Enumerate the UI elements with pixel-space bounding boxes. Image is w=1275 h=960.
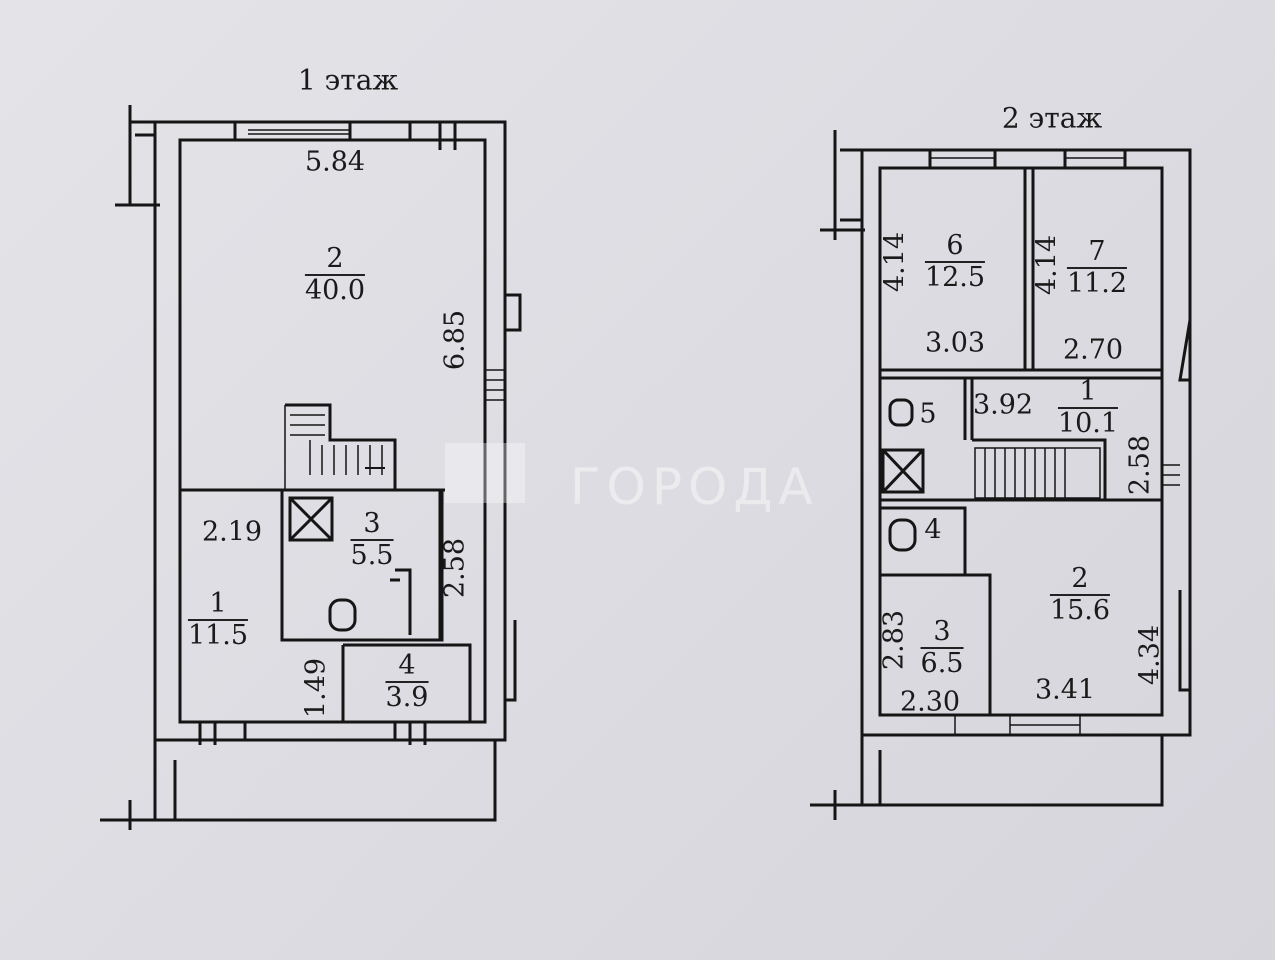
dimension: 2.30 <box>899 686 961 718</box>
floor2-rooms <box>880 168 1162 715</box>
floor1-walls <box>100 105 522 830</box>
dimension: 2.70 <box>1062 334 1124 366</box>
floor2-title: 2 этаж <box>1001 101 1103 135</box>
dimension: 4.14 <box>879 231 911 293</box>
watermark-text: ГОРОДА <box>570 458 819 516</box>
watermark-logo <box>445 443 525 503</box>
dimension: 5.84 <box>304 146 366 178</box>
floor1-storage <box>341 643 472 722</box>
dimension: 2.58 <box>1124 434 1156 496</box>
dimension: 2.83 <box>878 609 910 671</box>
dimension: 3.03 <box>924 327 986 359</box>
dimension: 3.92 <box>972 389 1034 421</box>
floor2-walls <box>810 130 1192 820</box>
dimension: 1.49 <box>300 657 332 719</box>
dimension: 6.85 <box>439 309 471 371</box>
room-label: 5 <box>919 398 937 430</box>
dimension: 4.14 <box>1031 234 1063 296</box>
dimension: 3.41 <box>1034 674 1096 706</box>
floor1-title: 1 этаж <box>297 63 399 97</box>
floor1-bathroom <box>180 488 445 642</box>
room-label: 4 <box>924 514 942 546</box>
dimension: 4.34 <box>1134 624 1166 686</box>
dimension: 2.19 <box>201 516 263 548</box>
floor1-stairs <box>284 403 397 490</box>
dimension: 2.58 <box>439 537 471 599</box>
